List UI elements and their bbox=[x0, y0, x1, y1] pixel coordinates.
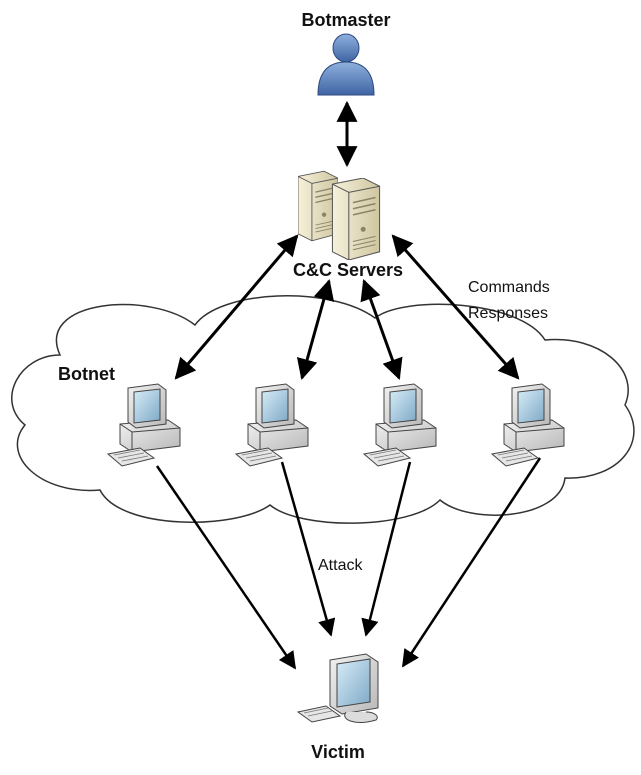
monitor-icon bbox=[296, 653, 379, 723]
victim-label: Victim bbox=[311, 742, 365, 762]
attack-arrow-3 bbox=[361, 461, 412, 637]
responses-label: Responses bbox=[468, 305, 548, 322]
attack-arrow-4 bbox=[401, 457, 542, 668]
cc-servers-label: C&C Servers bbox=[293, 260, 403, 280]
attack-label: Attack bbox=[318, 557, 363, 574]
botmaster-label: Botmaster bbox=[301, 10, 390, 30]
cc-bot2-arrow bbox=[296, 278, 335, 381]
cc-bot1-arrow bbox=[174, 234, 299, 380]
commands-label: Commands bbox=[468, 279, 550, 296]
server-icon bbox=[298, 170, 381, 260]
botnet-label: Botnet bbox=[58, 364, 115, 384]
attack-arrow-2 bbox=[280, 461, 336, 637]
user-icon bbox=[317, 33, 375, 96]
cc-bot4-arrow bbox=[391, 234, 520, 380]
attack-arrow-1 bbox=[155, 465, 297, 670]
